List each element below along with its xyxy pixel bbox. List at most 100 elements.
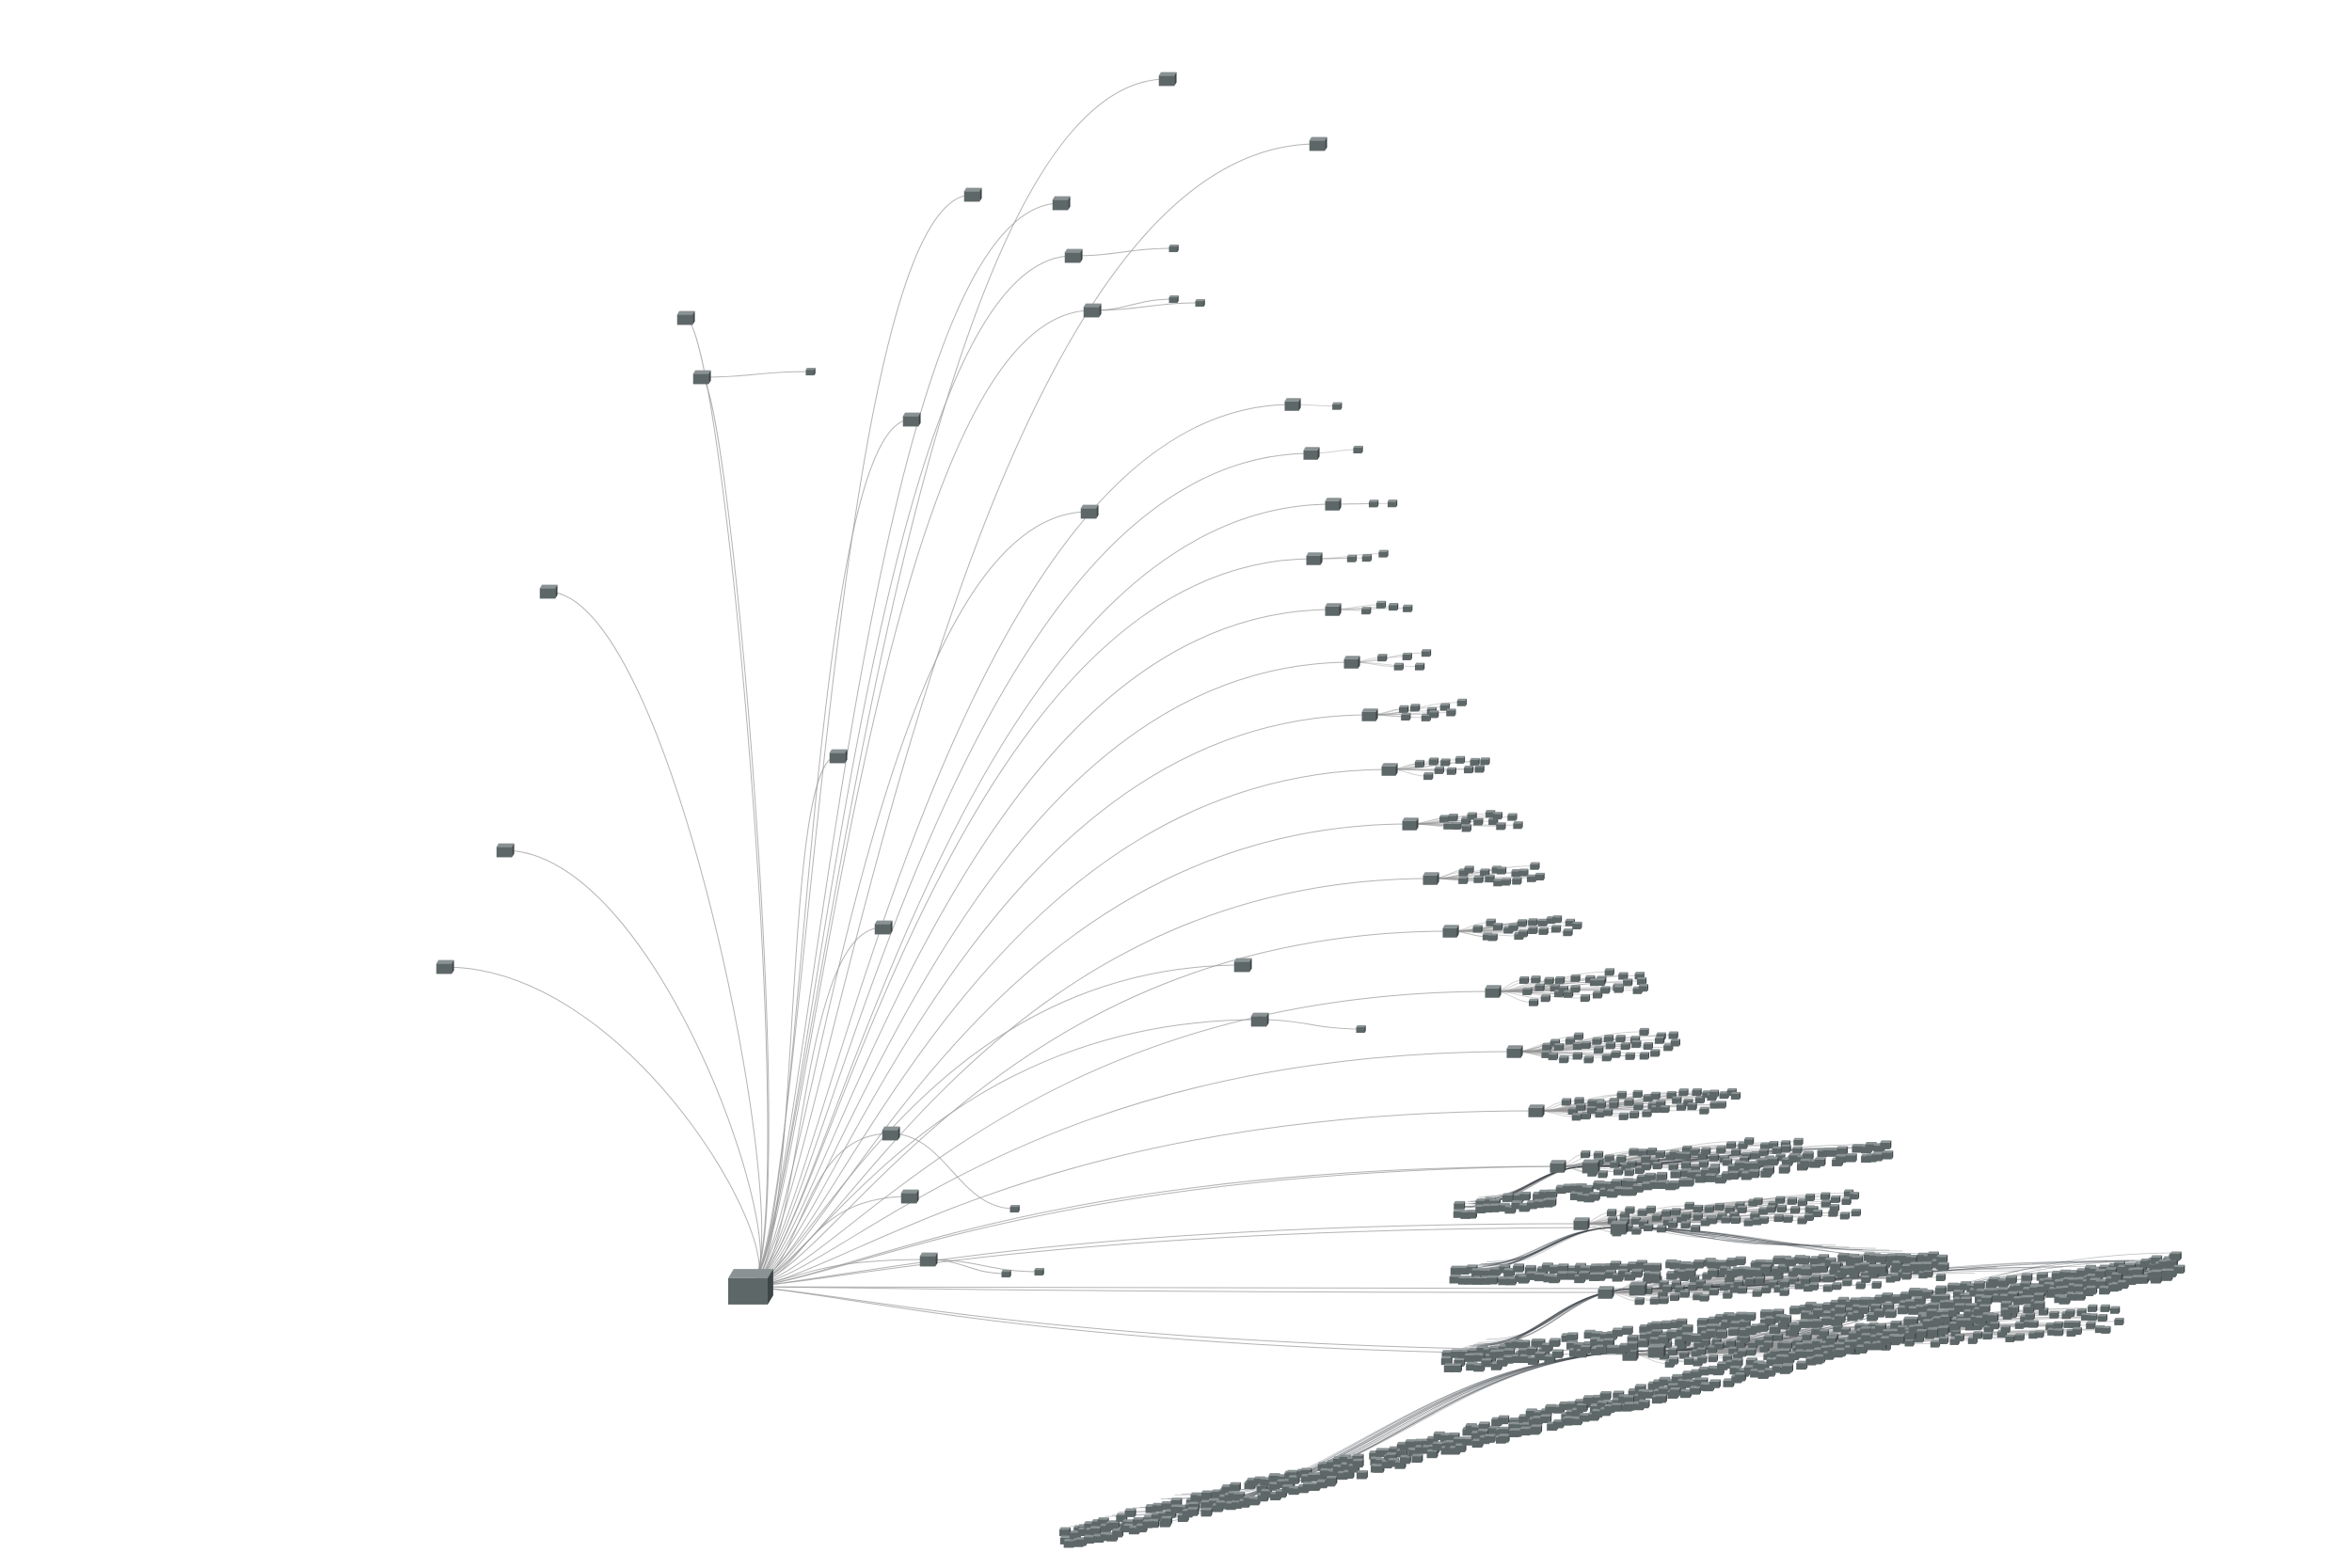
leaf-node-cube-icon[interactable] bbox=[1507, 813, 1518, 821]
leaf-node-cube-icon[interactable] bbox=[1470, 757, 1480, 766]
leaf-node-cube-icon[interactable] bbox=[1473, 875, 1484, 883]
leaf-node-cube-icon[interactable] bbox=[1496, 822, 1506, 831]
leaf-node-cube-icon[interactable] bbox=[1650, 1049, 1661, 1057]
leaf-node-cube-icon[interactable] bbox=[1845, 1153, 1857, 1163]
leaf-node-cube-icon[interactable] bbox=[1528, 918, 1538, 927]
leaf-node-cube-icon[interactable] bbox=[2109, 1306, 2121, 1314]
leaf-node-cube-icon[interactable] bbox=[1563, 928, 1573, 937]
leaf-node-cube-icon[interactable] bbox=[1448, 814, 1458, 822]
leaf-node-cube-icon[interactable] bbox=[1609, 1101, 1619, 1109]
hub-node-cube-icon[interactable] bbox=[1325, 603, 1342, 616]
leaf-node-cube-icon[interactable] bbox=[1737, 1286, 1748, 1294]
leaf-node-cube-icon[interactable] bbox=[1466, 1210, 1478, 1219]
leaf-node-cube-icon[interactable] bbox=[1842, 1278, 1852, 1287]
hub-node-cube-icon[interactable] bbox=[1528, 1104, 1545, 1117]
leaf-node-cube-icon[interactable] bbox=[1923, 1269, 1933, 1278]
leaf-node-cube-icon[interactable] bbox=[1692, 1204, 1703, 1213]
leaf-node-cube-icon[interactable] bbox=[1708, 1216, 1718, 1225]
leaf-node-cube-icon[interactable] bbox=[1752, 1289, 1762, 1297]
leaf-node-cube-icon[interactable] bbox=[1637, 1208, 1647, 1216]
leaf-node-cube-icon[interactable] bbox=[1684, 1268, 1696, 1277]
leaf-node-cube-icon[interactable] bbox=[1708, 1089, 1720, 1098]
hub-node-cube-icon[interactable] bbox=[1303, 447, 1320, 460]
leaf-node-cube-icon[interactable] bbox=[1802, 1333, 1812, 1341]
hub-node-cube-icon[interactable] bbox=[882, 1126, 900, 1141]
leaf-node-cube-icon[interactable] bbox=[1782, 1341, 1793, 1350]
leaf-node-cube-icon[interactable] bbox=[2114, 1317, 2124, 1325]
hub-node-cube-icon[interactable] bbox=[1442, 925, 1459, 938]
leaf-node-cube-icon[interactable] bbox=[1830, 1195, 1841, 1203]
leaf-node-cube-icon[interactable] bbox=[1624, 1168, 1634, 1177]
leaf-node-cube-icon[interactable] bbox=[1990, 1321, 2000, 1330]
leaf-node-cube-icon[interactable] bbox=[1625, 1052, 1635, 1060]
leaf-node-cube-icon[interactable] bbox=[1633, 1102, 1644, 1111]
leaf-node-cube-icon[interactable] bbox=[1820, 1192, 1831, 1200]
leaf-node-cube-icon[interactable] bbox=[1481, 1357, 1493, 1368]
leaf-node-cube-icon[interactable] bbox=[1593, 1150, 1604, 1159]
leaf-node-cube-icon[interactable] bbox=[1701, 1147, 1711, 1155]
hub-node-cube-icon[interactable] bbox=[1158, 71, 1177, 87]
leaf-node-cube-icon[interactable] bbox=[1522, 987, 1533, 995]
leaf-node-cube-icon[interactable] bbox=[1519, 1191, 1531, 1201]
leaf-node-cube-icon[interactable] bbox=[1576, 1102, 1586, 1112]
leaf-node-cube-icon[interactable] bbox=[1731, 1148, 1741, 1156]
leaf-node-cube-icon[interactable] bbox=[1757, 1157, 1770, 1167]
leaf-node-cube-icon[interactable] bbox=[1725, 1338, 1737, 1347]
leaf-node-cube-icon[interactable] bbox=[1571, 1113, 1582, 1121]
leaf-node-cube-icon[interactable] bbox=[1727, 1326, 1740, 1337]
leaf-node-cube-icon[interactable] bbox=[1758, 1216, 1769, 1225]
leaf-node-cube-icon[interactable] bbox=[1763, 1165, 1775, 1175]
leaf-node-cube-icon[interactable] bbox=[2025, 1312, 2035, 1321]
leaf-node-cube-icon[interactable] bbox=[1802, 1151, 1814, 1161]
leaf-node-cube-icon[interactable] bbox=[1646, 1147, 1658, 1156]
hub-node-cube-icon[interactable] bbox=[1052, 196, 1071, 211]
leaf-node-cube-icon[interactable] bbox=[1557, 1271, 1568, 1280]
leaf-node-cube-icon[interactable] bbox=[1849, 1192, 1860, 1200]
leaf-node-cube-icon[interactable] bbox=[1669, 1292, 1680, 1302]
leaf-node-cube-icon[interactable] bbox=[1714, 1341, 1724, 1350]
leaf-node-cube-icon[interactable] bbox=[1559, 1055, 1569, 1064]
leaf-node-cube-icon[interactable] bbox=[1530, 862, 1540, 870]
leaf-node-cube-icon[interactable] bbox=[1779, 1288, 1789, 1296]
leaf-node-cube-icon[interactable] bbox=[1708, 1288, 1719, 1296]
leaf-node-cube-icon[interactable] bbox=[1402, 652, 1412, 660]
leaf-node-cube-icon[interactable] bbox=[1643, 1041, 1653, 1051]
leaf-node-cube-icon[interactable] bbox=[2005, 1334, 2015, 1342]
leaf-node-cube-icon[interactable] bbox=[1621, 1325, 1633, 1336]
leaf-node-cube-icon[interactable] bbox=[1792, 1146, 1803, 1154]
leaf-node-cube-icon[interactable] bbox=[1772, 1146, 1782, 1154]
leaf-node-cube-icon[interactable] bbox=[1551, 915, 1563, 924]
leaf-node-cube-icon[interactable] bbox=[1034, 1267, 1044, 1276]
leaf-node-cube-icon[interactable] bbox=[1531, 975, 1541, 984]
leaf-node-cube-icon[interactable] bbox=[1549, 1338, 1561, 1347]
leaf-node-cube-icon[interactable] bbox=[1446, 767, 1457, 775]
leaf-node-cube-icon[interactable] bbox=[1581, 1150, 1591, 1159]
leaf-node-cube-icon[interactable] bbox=[1680, 1151, 1692, 1160]
leaf-node-cube-icon[interactable] bbox=[1378, 549, 1389, 558]
leaf-node-cube-icon[interactable] bbox=[1654, 1036, 1665, 1044]
hub-node-cube-icon[interactable] bbox=[1083, 303, 1102, 318]
leaf-node-cube-icon[interactable] bbox=[1529, 998, 1539, 1006]
leaf-node-cube-icon[interactable] bbox=[2028, 1320, 2039, 1328]
leaf-node-cube-icon[interactable] bbox=[1512, 877, 1522, 885]
hub-node-cube-icon[interactable] bbox=[1080, 504, 1099, 519]
leaf-node-cube-icon[interactable] bbox=[1639, 1052, 1649, 1060]
leaf-node-cube-icon[interactable] bbox=[1904, 1338, 1915, 1347]
leaf-node-cube-icon[interactable] bbox=[1834, 1313, 1846, 1323]
hub-node-cube-icon[interactable] bbox=[1361, 708, 1378, 721]
leaf-node-cube-icon[interactable] bbox=[1724, 1205, 1735, 1213]
leaf-node-cube-icon[interactable] bbox=[1652, 1162, 1663, 1170]
leaf-node-cube-icon[interactable] bbox=[1636, 976, 1647, 986]
hub-node-cube-icon[interactable] bbox=[1309, 136, 1327, 151]
leaf-node-cube-icon[interactable] bbox=[1871, 1280, 1882, 1289]
leaf-node-cube-icon[interactable] bbox=[1876, 1254, 1887, 1263]
hub-node-cube-icon[interactable] bbox=[1325, 498, 1342, 511]
leaf-node-cube-icon[interactable] bbox=[1748, 1168, 1760, 1179]
leaf-node-cube-icon[interactable] bbox=[1631, 1268, 1644, 1278]
leaf-node-cube-icon[interactable] bbox=[1819, 1329, 1829, 1338]
leaf-node-cube-icon[interactable] bbox=[1875, 1264, 1887, 1274]
leaf-node-cube-icon[interactable] bbox=[1973, 1331, 1983, 1339]
leaf-node-cube-icon[interactable] bbox=[1698, 1160, 1709, 1168]
leaf-node-cube-icon[interactable] bbox=[1667, 1220, 1678, 1228]
leaf-node-cube-icon[interactable] bbox=[1454, 1200, 1466, 1211]
